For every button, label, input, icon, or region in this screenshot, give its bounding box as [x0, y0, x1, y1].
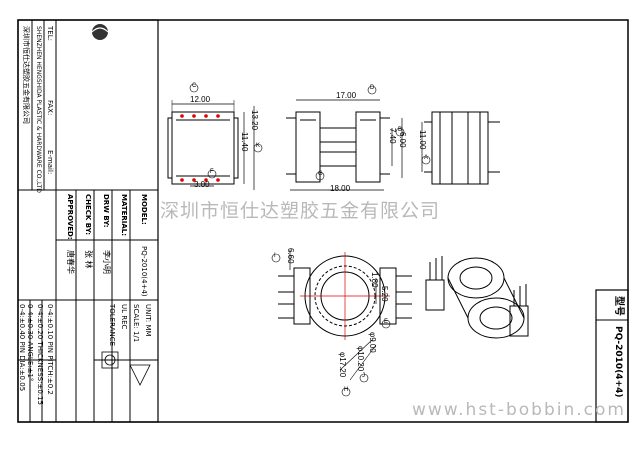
callout-letter-b: B — [398, 127, 403, 133]
contact-tel: TEL: — [46, 26, 54, 41]
name-drawer: 李小明 — [102, 250, 111, 274]
scale-ul: UL REC — [120, 304, 128, 330]
callout-letter-f: F — [210, 169, 214, 175]
field-check-by: CHECK BY: — [84, 194, 92, 235]
contact-fax: FAX: — [46, 100, 54, 116]
field-material: MATERIAL: — [120, 194, 128, 237]
dim-top-pitch: 3.00 — [194, 180, 210, 189]
callout-letter-c: C — [192, 83, 197, 89]
dim-side-base: 18.00 — [330, 184, 351, 193]
pin-mark — [204, 114, 208, 118]
callout-letter-g: G — [318, 171, 323, 177]
callout-e — [381, 319, 391, 329]
callout-letter-e: E — [384, 319, 389, 325]
tol-row-3: 0-4:±0.30 ANGLE:±1° — [26, 304, 34, 382]
dim-bottom-left: 6.60 — [286, 248, 295, 264]
pin-mark — [204, 178, 208, 182]
model-value-block: PQ-2010(4+4) — [140, 246, 148, 297]
pin-mark — [180, 178, 184, 182]
field-drawn-by: DRW BY: — [102, 194, 110, 228]
field-model: MODEL: — [140, 194, 148, 225]
dim-top-height-inner: 11.40 — [240, 132, 249, 152]
callout-k — [253, 143, 263, 153]
iso-view — [425, 256, 529, 339]
dim-top-height-outer: 13.20 — [250, 110, 259, 131]
side-view — [286, 99, 403, 191]
pin-mark — [192, 114, 196, 118]
watermark-company: 深圳市恒仕达塑胶五金有限公司 — [160, 200, 441, 222]
contact-email: E-mail: — [46, 150, 54, 175]
company-name-en: SHENZHEN HENGSHIDA PLASTIC & HARDWARE CO… — [35, 26, 42, 193]
name-checker: 张 林 — [84, 250, 93, 269]
pin-mark — [192, 178, 196, 182]
callout-letter-d: D — [370, 85, 375, 91]
watermark-url: www.hst-bobbin.com — [412, 400, 626, 420]
pin-mark — [216, 178, 220, 182]
callout-letter-a: A — [424, 155, 429, 161]
dim-top-width: 12.00 — [190, 95, 211, 104]
scale-unit: UNIT: MM — [144, 304, 152, 337]
name-approver: 唐春华 — [66, 250, 75, 274]
callout-a — [421, 155, 431, 165]
pin-mark — [216, 114, 220, 118]
model-label-value: PQ-2010(4+4) — [613, 326, 623, 398]
callout-c — [189, 83, 199, 93]
tol-row-1: 0-4:±0.10 PIN PITCH:±0.2 — [46, 304, 54, 395]
company-name-cn: 深圳市恒仕达塑胶五金有限公司 — [22, 26, 30, 124]
callout-g — [315, 171, 325, 181]
dim-bottom-right-a: 1.80 — [370, 272, 379, 288]
dim-diam-inner: φ9.00 — [368, 332, 377, 353]
callout-i — [271, 253, 281, 263]
title-block — [17, 19, 159, 423]
callout-f — [207, 169, 217, 179]
tol-row-4: 0-4:±0.40 PIN DIA:±0.05 — [18, 304, 26, 392]
callout-j — [359, 373, 369, 383]
dim-end-height: 11.00 — [418, 130, 427, 150]
callout-b — [395, 127, 405, 137]
model-label-prefix: 型号 — [613, 296, 624, 316]
field-approved: APPROVED: — [66, 194, 74, 240]
scale-ratio: SCALE: 1/1 — [132, 304, 140, 343]
callout-letter-k: K — [256, 143, 261, 149]
dim-side-width: 17.00 — [336, 91, 357, 100]
model-box — [595, 289, 629, 423]
dim-bottom-right-b: 5.20 — [380, 286, 389, 302]
top-view — [167, 100, 255, 190]
dim-diam-outer: φ17.20 — [338, 352, 347, 378]
callout-d — [367, 85, 377, 95]
callout-h — [341, 387, 351, 397]
dim-side-h2: 6.00 — [398, 132, 407, 148]
bottom-view — [278, 250, 412, 381]
end-view — [421, 111, 500, 185]
scale-tolerance: TOLERANCE — [108, 304, 116, 347]
callout-letter-i: I — [274, 253, 276, 259]
dim-diam-mid: φ10.20 — [356, 346, 365, 372]
pin-mark — [180, 114, 184, 118]
callout-letter-h: H — [344, 387, 349, 393]
callout-letter-j: J — [362, 373, 365, 379]
tol-row-2: 0-4:±0.20 THICKNESS:±0.15 — [36, 304, 44, 405]
dim-side-h1: 7.40 — [388, 128, 397, 144]
